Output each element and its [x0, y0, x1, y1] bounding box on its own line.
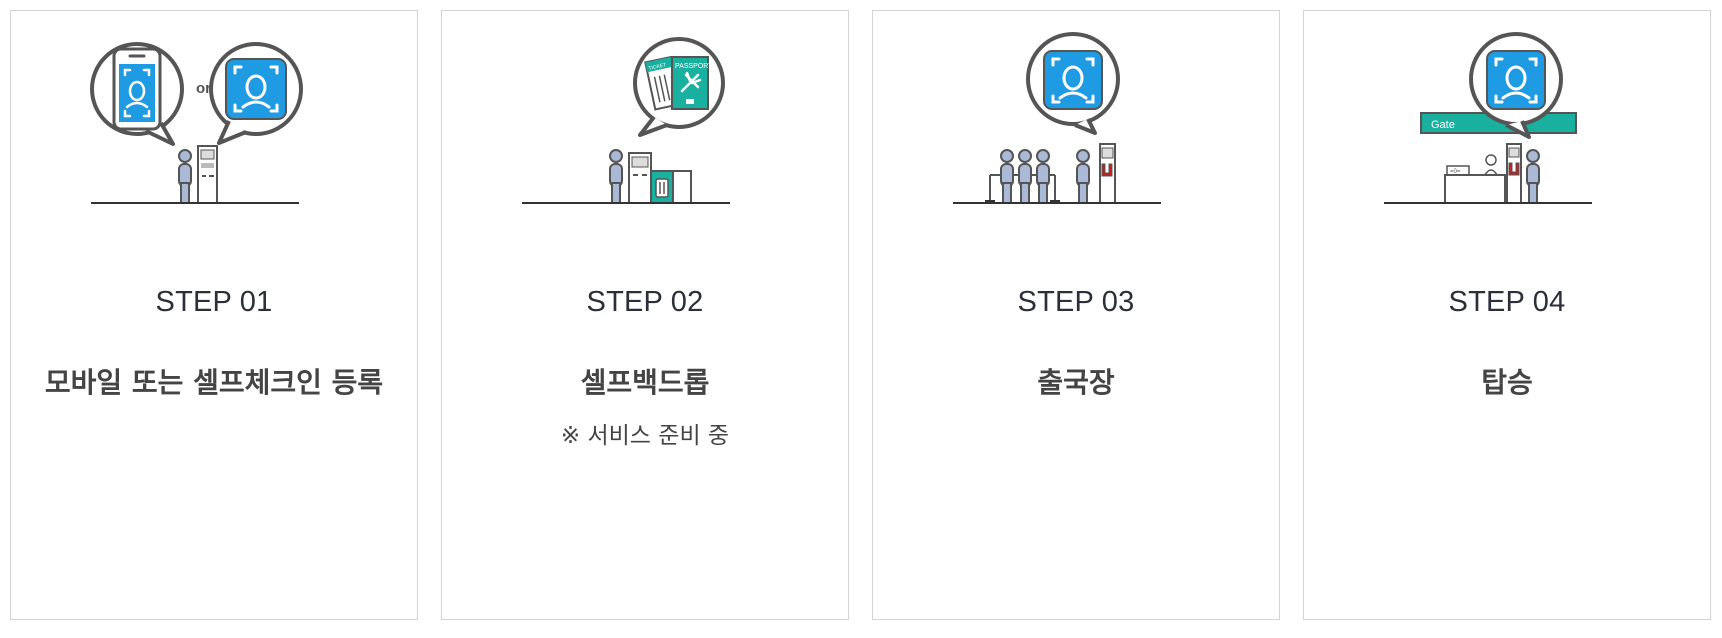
gate-kiosk-icon: [1099, 143, 1116, 204]
step-02-illustration: TICKET PASSPORT: [522, 37, 730, 204]
face-recognition-icon: [209, 42, 303, 145]
queue-people-icon: [985, 149, 1090, 204]
svg-text:PASSPORT: PASSPORT: [675, 63, 713, 70]
step-number: STEP 04: [1448, 286, 1566, 318]
or-label: or: [196, 80, 211, 97]
step-card-02: TICKET PASSPORT: [441, 10, 849, 620]
step-01-illustration: or: [90, 42, 303, 204]
step-card-01: or: [10, 10, 418, 620]
step-number: STEP 03: [1017, 286, 1135, 318]
step-card-04: Gate =0=: [1303, 10, 1711, 620]
step-title: 셀프백드롭: [580, 366, 710, 399]
step-number: STEP 02: [586, 286, 704, 318]
step-card-03: STEP 03 출국장: [872, 10, 1280, 620]
step-number: STEP 01: [155, 286, 273, 318]
boarding-counter-icon: =0=: [1444, 143, 1540, 204]
person-icon: [609, 149, 623, 204]
face-recognition-icon: [1026, 32, 1120, 135]
person-icon: [178, 149, 192, 204]
svg-text:=0=: =0=: [1450, 169, 1461, 175]
step-04-illustration: Gate =0=: [1384, 32, 1592, 204]
gate-label: Gate: [1431, 119, 1455, 131]
step-title: 모바일 또는 셀프체크인 등록: [44, 366, 384, 399]
step-note: ※ 서비스 준비 중: [560, 423, 730, 449]
face-recognition-icon: [1469, 32, 1563, 139]
baggage-drop-icon: [628, 152, 692, 204]
step-title: 탑승: [1481, 366, 1533, 399]
step-03-illustration: [953, 32, 1161, 204]
step-title: 출국장: [1037, 366, 1115, 399]
smartphone-face-icon: [90, 42, 184, 146]
kiosk-icon: [197, 145, 218, 204]
svg-text:TICKET: TICKET: [648, 62, 667, 72]
ticket-passport-icon: TICKET PASSPORT: [633, 37, 725, 137]
